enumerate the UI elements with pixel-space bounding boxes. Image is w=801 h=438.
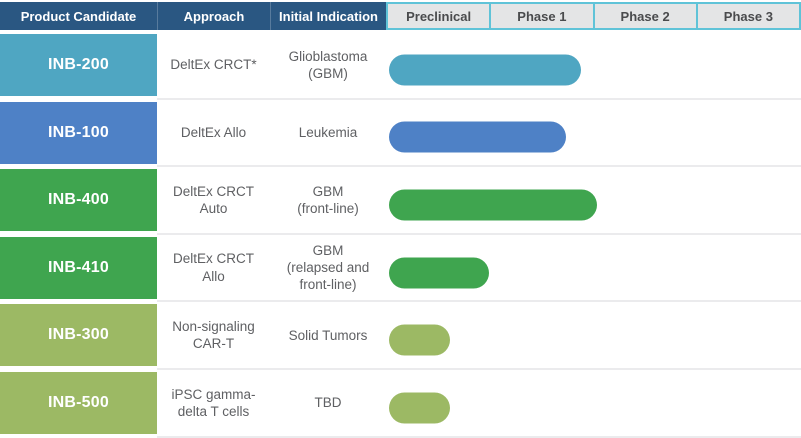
phase-header-group: Preclinical Phase 1 Phase 2 Phase 3 (386, 2, 801, 30)
approach-text: DeltEx CRCT Auto (172, 183, 254, 216)
indication-text: Solid Tumors (288, 327, 368, 343)
approach-text: DeltEx CRCT Allo (172, 251, 254, 284)
row-divider (157, 165, 801, 168)
phase-header-phase-3: Phase 3 (695, 2, 801, 30)
phase-header-preclinical: Preclinical (386, 2, 492, 30)
column-header-initial-indication: Initial Indication (270, 2, 386, 30)
pipeline-row-inb-410: INB-410 DeltEx CRCT Allo GBM (relapsed a… (0, 235, 801, 303)
pipeline-row-inb-200: INB-200 DeltEx CRCT* Glioblastoma (GBM) (0, 32, 801, 100)
pipeline-row-inb-400: INB-400 DeltEx CRCT Auto GBM (front-line… (0, 167, 801, 235)
phase-track (386, 235, 801, 303)
approach-text: iPSC gamma- delta T cells (171, 386, 256, 419)
approach-text: DeltEx Allo (180, 124, 247, 140)
progress-bar (389, 121, 566, 153)
indication-text: TBD (314, 395, 342, 411)
header-left-group: Product Candidate Approach Initial Indic… (0, 2, 386, 30)
candidate-cell: INB-100 (0, 101, 157, 164)
progress-bar (389, 257, 489, 289)
phase-track (386, 100, 801, 168)
candidate-cell: INB-500 (0, 371, 157, 434)
progress-bar (389, 189, 597, 221)
candidate-cell: INB-400 (0, 169, 157, 232)
progress-bar (389, 392, 450, 424)
phase-header-phase-1: Phase 1 (489, 2, 595, 30)
approach-text: Non-signaling CAR-T (172, 318, 255, 352)
progress-bar (389, 54, 581, 86)
header-row: Product Candidate Approach Initial Indic… (0, 2, 801, 30)
row-divider (157, 435, 801, 438)
phase-track (386, 302, 801, 370)
approach-text: DeltEx CRCT* (170, 57, 257, 73)
phase-track (386, 167, 801, 235)
candidate-cell: INB-300 (0, 304, 157, 367)
indication-text: Leukemia (298, 124, 358, 140)
column-header-approach: Approach (157, 2, 270, 30)
row-divider (157, 300, 801, 303)
candidate-cell: INB-200 (0, 34, 157, 96)
pipeline-row-inb-500: INB-500 iPSC gamma- delta T cells TBD (0, 370, 801, 438)
candidate-cell: INB-410 (0, 236, 157, 299)
pipeline-row-inb-100: INB-100 DeltEx Allo Leukemia (0, 100, 801, 168)
indication-text: GBM (front-line) (297, 183, 359, 216)
indication-text: Glioblastoma (GBM) (288, 48, 368, 81)
column-header-product-candidate: Product Candidate (20, 8, 137, 24)
phase-track (386, 32, 801, 100)
phase-track (386, 370, 801, 438)
row-divider (157, 367, 801, 370)
indication-text: GBM (relapsed and front-line) (286, 242, 370, 293)
pipeline-rows: INB-200 DeltEx CRCT* Glioblastoma (GBM) … (0, 32, 801, 438)
progress-bar (389, 324, 450, 356)
pipeline-row-inb-300: INB-300 Non-signaling CAR-T Solid Tumors (0, 302, 801, 370)
phase-header-phase-2: Phase 2 (592, 2, 698, 30)
row-divider (157, 97, 801, 100)
row-divider (157, 232, 801, 235)
